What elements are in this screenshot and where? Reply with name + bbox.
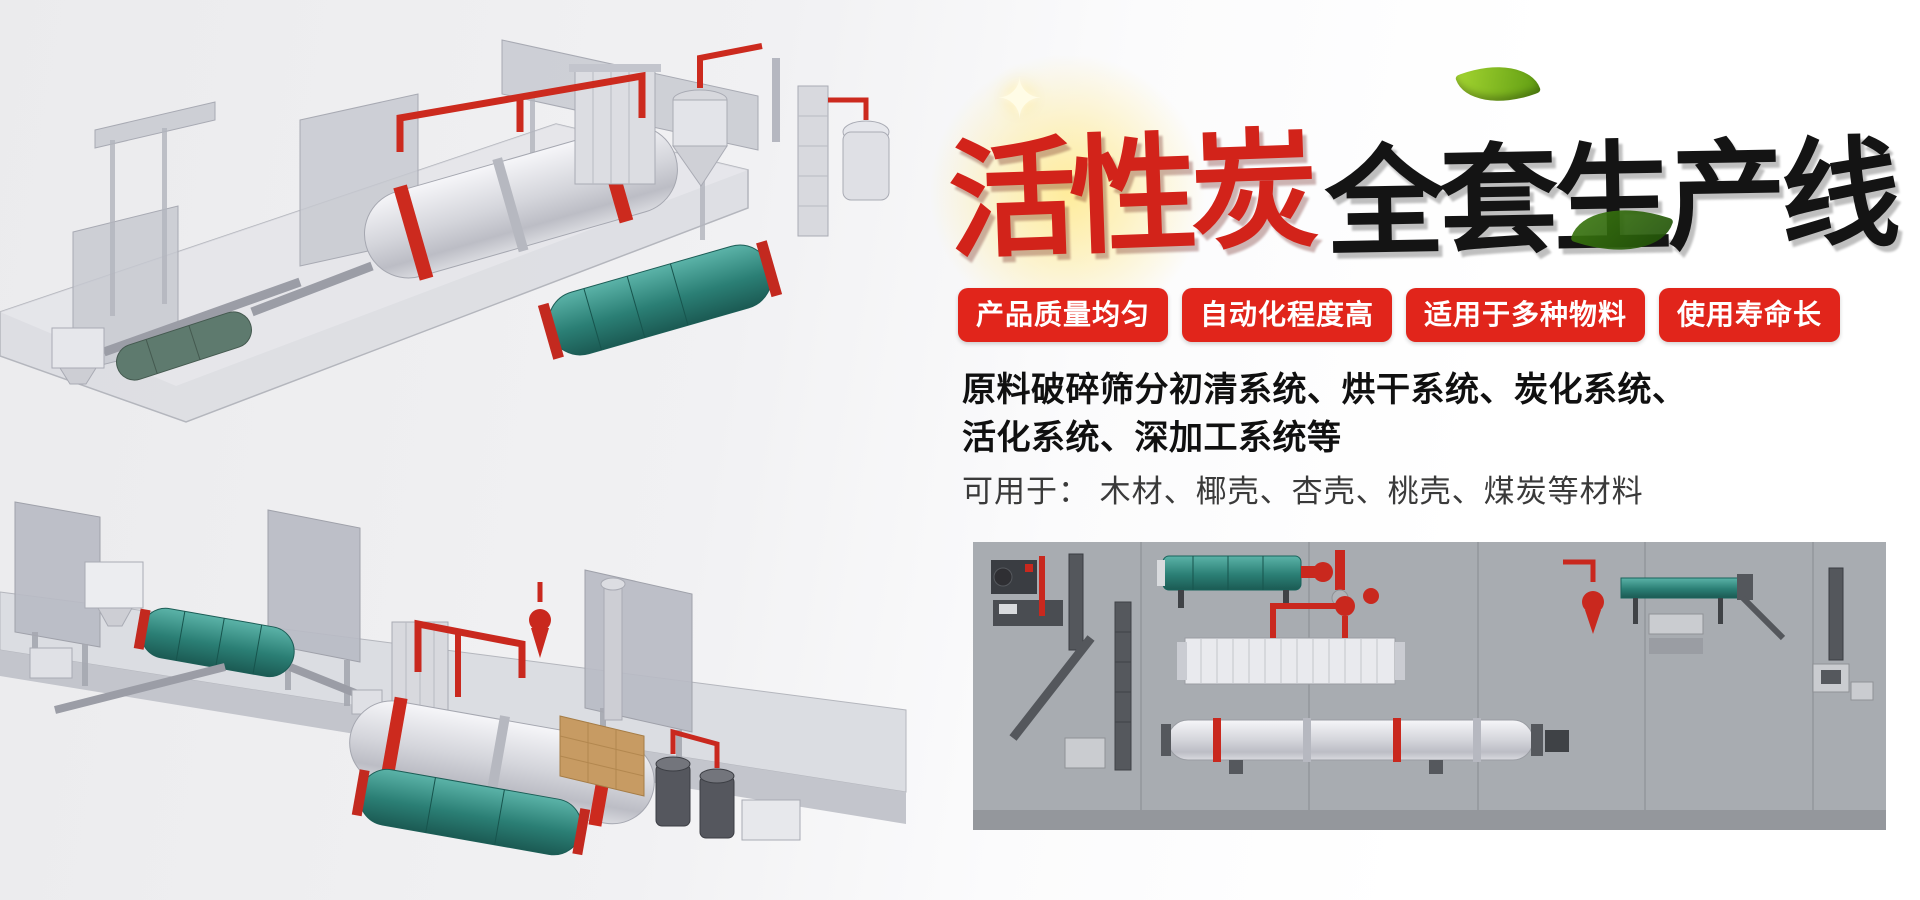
feed-hopper (51, 327, 105, 385)
red-piping (414, 582, 543, 697)
bucket-elevator (600, 577, 626, 721)
badge-automation: 自动化程度高 (1182, 288, 1393, 342)
small-drum (116, 311, 252, 381)
page-title: 活性炭全套生产线 (946, 92, 1898, 277)
title-block: ✦ 活性炭全套生产线 (918, 42, 1898, 342)
production-line-render-bottom (0, 462, 910, 900)
red-cyclone-panorama (1563, 559, 1604, 634)
frame-rack (569, 64, 661, 185)
teal-drum (537, 240, 783, 360)
conveyors (102, 261, 374, 357)
finned-cooler (1177, 588, 1405, 685)
right-tower (772, 58, 890, 237)
cyclone-tank (672, 89, 728, 187)
title-black-text: 全套生产线 (1324, 128, 1897, 271)
usage-text: 可用于： 木材、椰壳、杏壳、桃壳、煤炭等材料 (962, 474, 1644, 509)
red-piping (396, 43, 763, 152)
storage-tanks (655, 728, 735, 839)
left-small-box (29, 647, 73, 679)
red-cyclone (529, 609, 551, 658)
badge-materials: 适用于多种物料 (1406, 288, 1646, 342)
brick-kiln (559, 715, 645, 797)
badge-quality: 产品质量均匀 (958, 288, 1169, 342)
right-conveyor-section (1620, 567, 1874, 701)
sparkle-icon: ✦ (996, 67, 1043, 130)
system-description: 原料破碎筛分初清系统、烘干系统、炭化系统、 活化系统、深加工系统等 (962, 366, 1687, 463)
lower-long-drum (1161, 718, 1569, 774)
feed-hopper (84, 561, 144, 627)
left-equipment-cluster (991, 553, 1132, 771)
badge-lifespan: 使用寿命长 (1659, 288, 1841, 342)
lower-teal-drum (351, 768, 591, 856)
description-line-2: 活化系统、深加工系统等 (962, 419, 1342, 458)
production-line-panorama (973, 542, 1886, 830)
feature-badges: 产品质量均匀 自动化程度高 适用于多种物料 使用寿命长 (958, 288, 1841, 342)
right-box (741, 799, 801, 841)
description-line-1: 原料破碎筛分初清系统、烘干系统、炭化系统、 (962, 371, 1687, 409)
production-line-render-top (0, 0, 935, 465)
